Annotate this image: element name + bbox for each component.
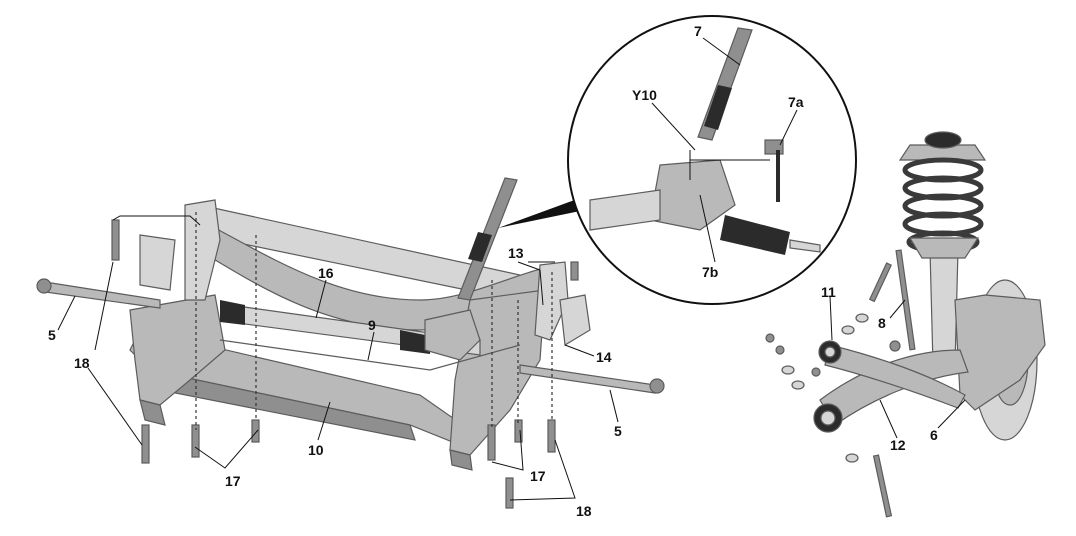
label-10: 10: [308, 442, 324, 458]
coil-spring: [902, 157, 984, 254]
label-7: 7: [694, 23, 702, 39]
steering-gear: [424, 309, 481, 361]
label-5-left: 5: [48, 327, 56, 343]
label-9: 9: [368, 317, 376, 333]
left-side-member: [129, 294, 226, 406]
left-tie-rod-end: [36, 278, 52, 294]
label-18-right: 18: [576, 503, 592, 519]
label-11: 11: [821, 284, 836, 300]
right-tower: [534, 261, 569, 341]
label-7a: 7a: [788, 94, 804, 110]
assembly-lines: [195, 212, 553, 430]
stabilizer-bar: [219, 339, 521, 371]
label-8: 8: [878, 315, 886, 331]
label-17-left: 17: [225, 473, 241, 489]
stabilizer-link: [895, 249, 916, 351]
right-link: [559, 294, 591, 346]
label-16: 16: [318, 265, 334, 281]
label-18-left: 18: [74, 355, 90, 371]
right-tie-rod: [519, 364, 656, 394]
label-17-right: 17: [530, 468, 546, 484]
axle-carrier-assembly: [36, 177, 665, 509]
left-mount-bracket: [139, 234, 176, 291]
label-12: 12: [890, 437, 906, 453]
label-7b: 7b: [702, 264, 718, 280]
leader-lines: [57, 37, 966, 501]
label-6: 6: [930, 427, 938, 443]
detail-pointer: [498, 198, 585, 228]
strut-fasteners: [765, 262, 901, 518]
label-Y10: Y10: [632, 87, 657, 103]
label-5-right: 5: [614, 423, 622, 439]
damper-tube: [929, 249, 959, 366]
bolts: [111, 219, 579, 509]
strut-assembly: [765, 131, 1046, 518]
right-tie-rod-end: [649, 378, 665, 394]
label-14: 14: [596, 349, 612, 365]
detail-view: [498, 15, 857, 305]
callout-labels: 5 18 16 9 10 17 13 14 5 17 18 7 Y10 7a 7…: [48, 23, 938, 519]
label-13: 13: [508, 245, 524, 261]
left-tower: [184, 199, 221, 301]
